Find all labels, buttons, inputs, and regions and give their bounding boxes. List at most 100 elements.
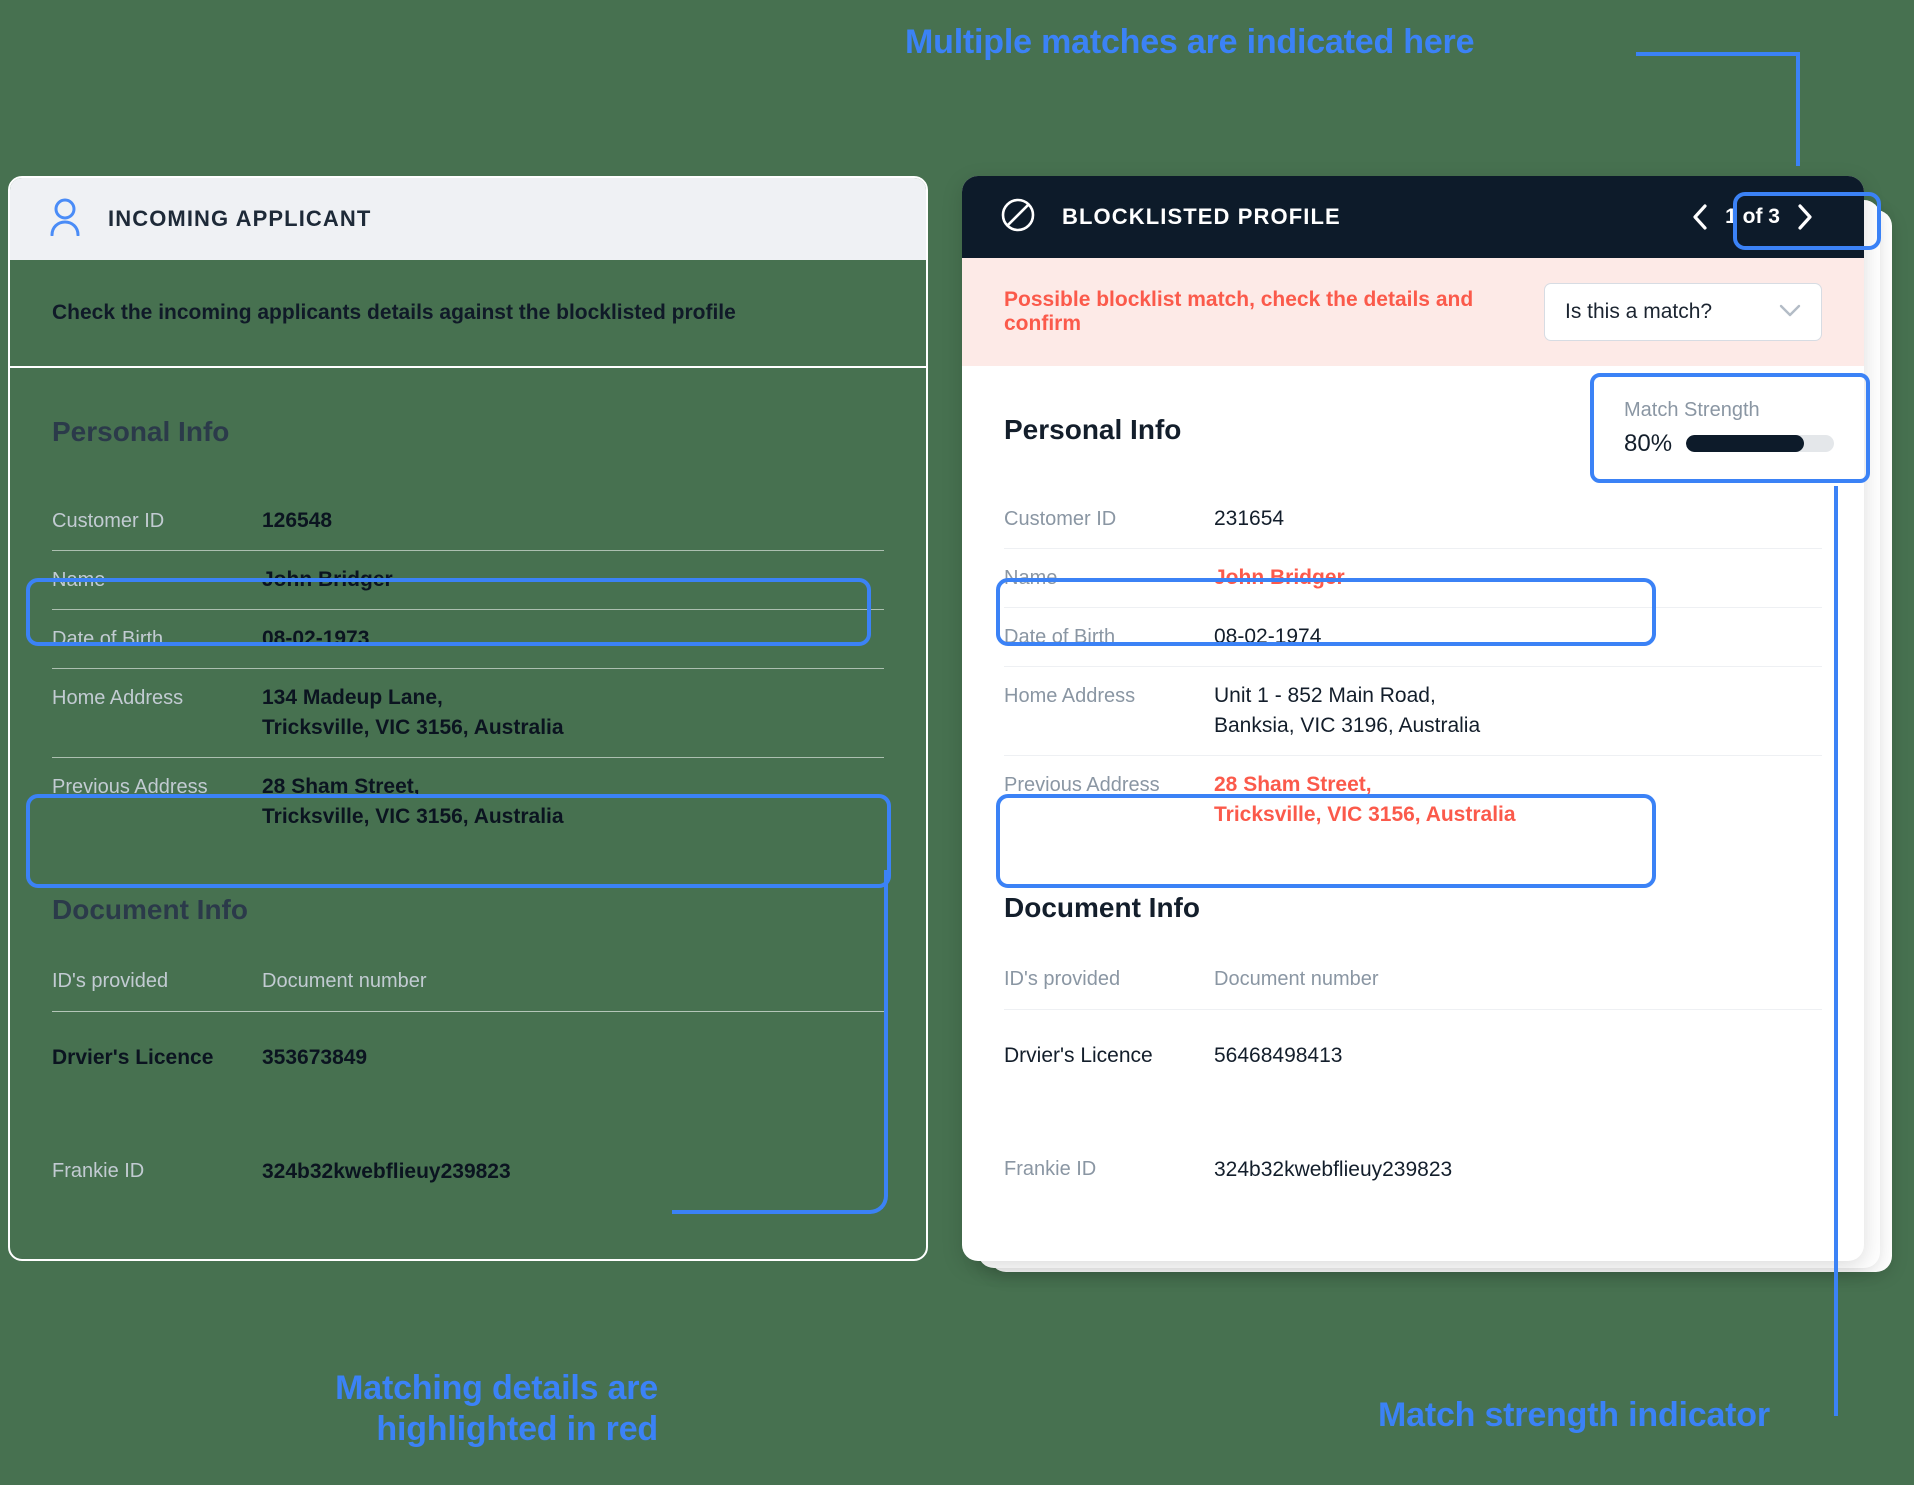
blocklist-row-label: Name <box>1004 567 1058 589</box>
blocklist-alert-message: Possible blocklist match, check the deta… <box>1004 288 1474 335</box>
detail-row: Customer ID 231654 <box>1004 490 1822 548</box>
incoming-row-value: 126548 <box>262 509 333 532</box>
document-name: Frankie ID <box>52 1160 145 1182</box>
incoming-row-value: 28 Sham Street, Tricksville, VIC 3156, Au… <box>262 772 564 832</box>
document-name: Drvier's Licence <box>1004 1044 1153 1067</box>
address-line-1: 28 Sham Street, <box>262 775 420 798</box>
blocklist-row-value: John Bridger <box>1214 566 1345 589</box>
callout-label-matching-details: Matching details are highlighted in red <box>335 1369 658 1449</box>
no-entry-icon <box>1000 197 1036 238</box>
document-number: 324b32kwebflieuy239823 <box>1214 1158 1453 1181</box>
address-line-2: Tricksville, VIC 3156, Australia <box>262 805 564 828</box>
blocklist-document-col-ids: ID's provided <box>1004 968 1121 990</box>
detail-row: Previous Address 28 Sham Street, Tricksvil… <box>52 757 884 846</box>
detail-row: Date of Birth 08-02-1974 <box>1004 607 1822 666</box>
blocklist-document-info-title: Document Info <box>1004 892 1200 923</box>
incoming-personal-info-title: Personal Info <box>52 416 230 447</box>
document-number: 56468498413 <box>1214 1044 1343 1067</box>
document-row: Drvier's Licence 353673849 <box>52 1012 884 1070</box>
blocklisted-profile-title: BLOCKLISTED PROFILE <box>1062 204 1341 229</box>
blocklist-row-label: Previous Address <box>1004 774 1160 796</box>
document-number: 353673849 <box>262 1046 368 1069</box>
blocklist-document-col-number: Document number <box>1214 968 1379 990</box>
match-strength-label: Match Strength <box>1624 398 1760 421</box>
incoming-row-label: Home Address <box>52 687 184 709</box>
is-this-a-match-select[interactable]: Is this a match? <box>1544 283 1822 341</box>
blocklist-personal-info-title: Personal Info <box>1004 414 1182 445</box>
incoming-row-value: 08-02-1973 <box>262 627 370 650</box>
address-line-2: Tricksville, VIC 3156, Australia <box>262 716 564 739</box>
callout-label-match-strength: Match strength indicator <box>1378 1396 1770 1434</box>
detail-row: Previous Address 28 Sham Street, Tricksvil… <box>1004 755 1822 844</box>
match-strength-percent: 80% <box>1624 429 1673 457</box>
document-name: Drvier's Licence <box>52 1046 214 1069</box>
match-strength-track <box>1686 435 1835 452</box>
detail-row: Name John Bridger <box>52 550 884 609</box>
detail-row: Home Address Unit 1 - 852 Main Road, Banks… <box>1004 666 1822 755</box>
detail-row: Date of Birth 08-02-1973 <box>52 609 884 668</box>
person-icon <box>48 198 82 241</box>
match-strength-row: 80% <box>1624 430 1862 458</box>
match-pager[interactable]: 1 of 3 <box>1675 197 1830 237</box>
incoming-row-value: 134 Madeup Lane, Tricksville, VIC 3156, A… <box>262 683 564 743</box>
callout-line-bottomleft-vertical <box>884 870 888 1170</box>
blocklist-row-value: 231654 <box>1214 507 1285 530</box>
incoming-row-value: John Bridger <box>262 568 393 591</box>
match-pager-label: 1 of 3 <box>1725 205 1780 228</box>
incoming-row-label: Name <box>52 569 106 591</box>
incoming-document-col-ids: ID's provided <box>52 970 169 992</box>
document-number: 324b32kwebflieuy239823 <box>262 1160 511 1183</box>
match-strength-widget: Match Strength 80% <box>1598 381 1862 475</box>
chevron-down-icon <box>1779 300 1801 324</box>
match-strength-fill <box>1686 435 1805 452</box>
address-line-2: Tricksville, VIC 3156, Australia <box>1214 803 1516 826</box>
incoming-applicant-header: INCOMING APPLICANT <box>10 178 926 260</box>
document-name: Frankie ID <box>1004 1158 1097 1180</box>
is-this-a-match-value: Is this a match? <box>1565 300 1713 323</box>
document-row: Frankie ID 324b32kwebflieuy239823 <box>1004 1068 1822 1182</box>
incoming-applicant-title: INCOMING APPLICANT <box>108 206 372 231</box>
document-row: Drvier's Licence 56468498413 <box>1004 1010 1822 1068</box>
detail-row: Name John Bridger <box>1004 548 1822 607</box>
incoming-subtitle: Check the incoming applicants details ag… <box>52 301 736 324</box>
address-line-1: Unit 1 - 852 Main Road, <box>1214 684 1436 707</box>
incoming-document-info-title: Document Info <box>52 894 248 925</box>
callout-line-bottomleft-elbow <box>680 1166 888 1214</box>
address-line-2: Banksia, VIC 3196, Australia <box>1214 714 1481 737</box>
chevron-right-icon[interactable] <box>1796 203 1814 231</box>
address-line-1: 134 Madeup Lane, <box>262 686 443 709</box>
incoming-document-col-number: Document number <box>262 970 427 992</box>
incoming-row-label: Customer ID <box>52 510 165 532</box>
chevron-left-icon[interactable] <box>1691 203 1709 231</box>
callout-line-top-horizontal <box>1636 52 1800 56</box>
blocklist-row-label: Home Address <box>1004 685 1136 707</box>
blocklist-alert-bar: Possible blocklist match, check the deta… <box>962 258 1864 366</box>
blocklisted-profile-header: BLOCKLISTED PROFILE 1 of 3 <box>962 176 1864 258</box>
callout-line-bottomleft-horizontal <box>672 1210 684 1214</box>
blocklist-row-value: Unit 1 - 852 Main Road, Banksia, VIC 3196… <box>1214 681 1480 741</box>
incoming-document-table-header: ID's provided Document number <box>52 970 884 1012</box>
incoming-row-label: Previous Address <box>52 776 208 798</box>
incoming-applicant-card: INCOMING APPLICANT Check the incoming ap… <box>8 176 928 1261</box>
document-row: Frankie ID 324b32kwebflieuy239823 <box>52 1070 884 1184</box>
blocklisted-profile-card: BLOCKLISTED PROFILE 1 of 3 Possible bloc… <box>962 176 1864 1261</box>
incoming-subtitle-band: Check the incoming applicants details ag… <box>10 260 926 368</box>
callout-label-multiple-matches: Multiple matches are indicated here <box>905 23 1475 61</box>
blocklist-row-value: 28 Sham Street, Tricksville, VIC 3156, Au… <box>1214 770 1516 830</box>
blocklist-row-value: 08-02-1974 <box>1214 625 1322 648</box>
detail-row: Customer ID 126548 <box>52 492 884 550</box>
blocklist-row-label: Customer ID <box>1004 508 1117 530</box>
address-line-1: 28 Sham Street, <box>1214 773 1372 796</box>
blocklist-document-table-header: ID's provided Document number <box>1004 968 1822 1010</box>
callout-line-top-vertical <box>1796 52 1800 166</box>
detail-row: Home Address 134 Madeup Lane, Tricksville,… <box>52 668 884 757</box>
blocklist-row-label: Date of Birth <box>1004 626 1116 648</box>
incoming-row-label: Date of Birth <box>52 628 164 650</box>
